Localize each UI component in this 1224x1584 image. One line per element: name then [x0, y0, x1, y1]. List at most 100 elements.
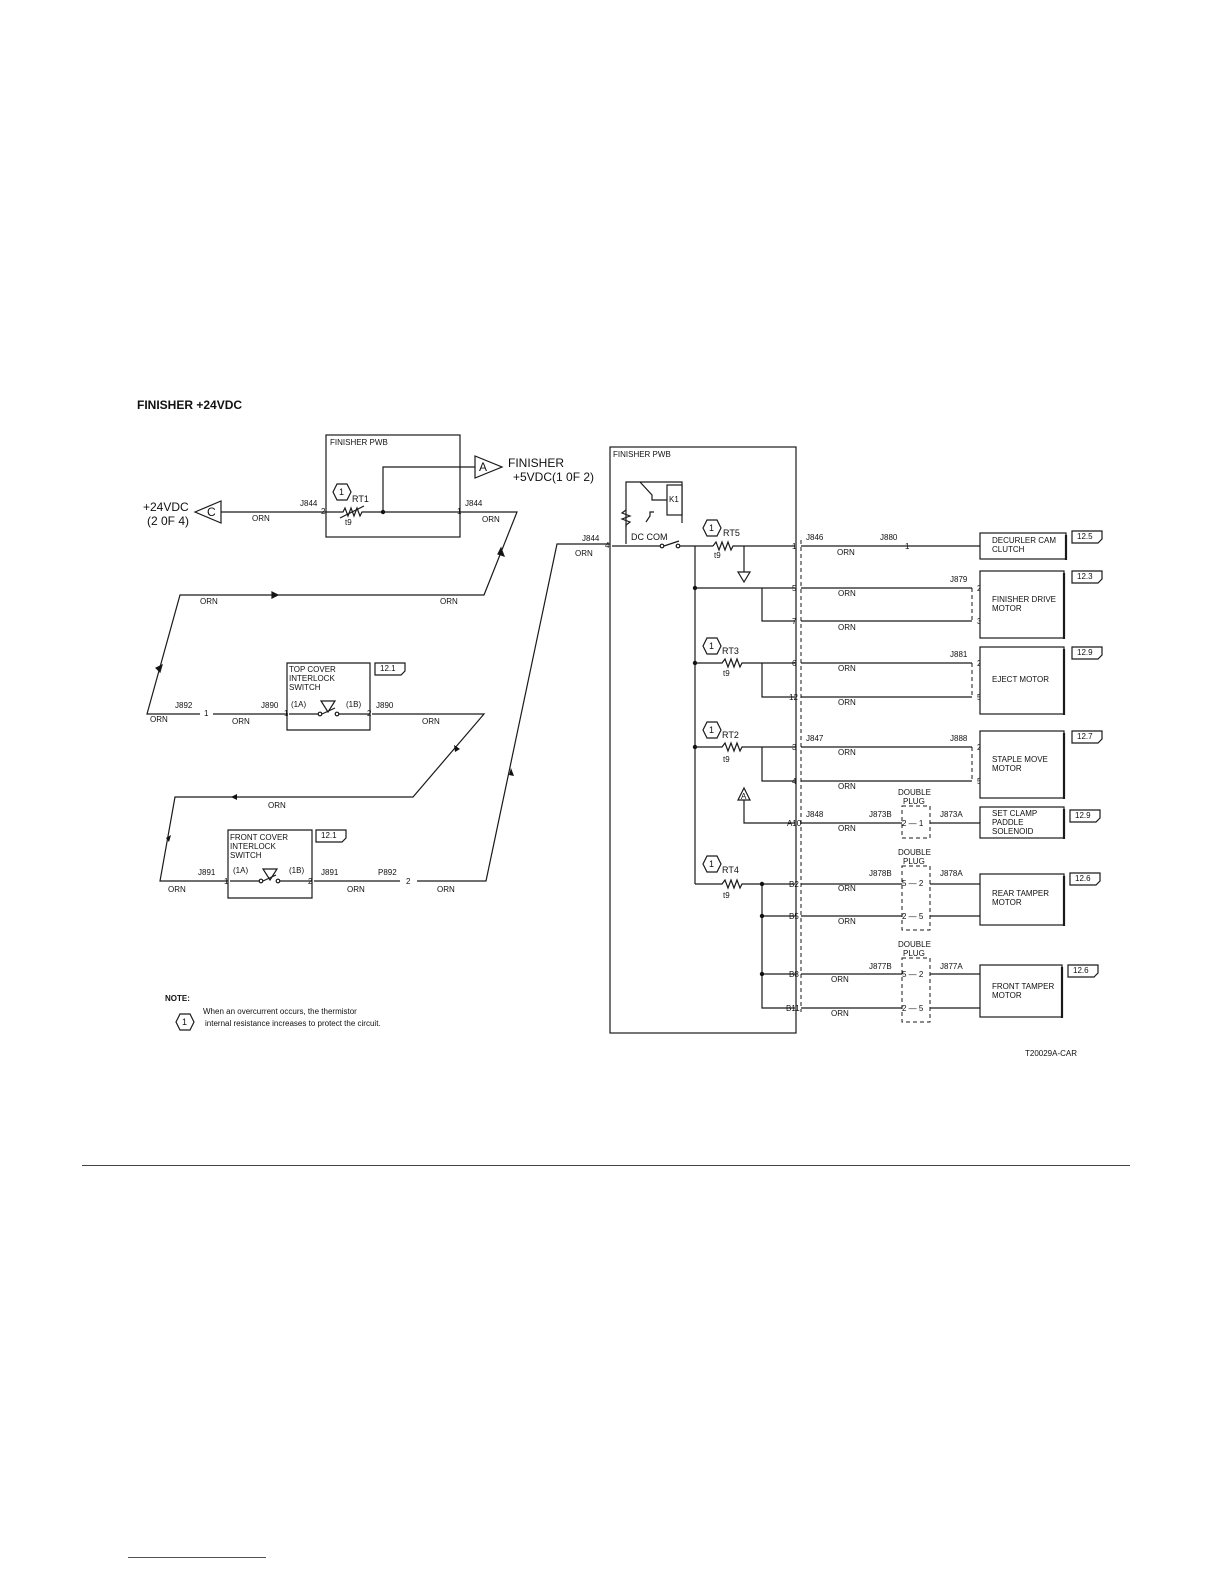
svg-text:J878B: J878B [869, 869, 892, 878]
svg-text:5 — 2: 5 — 2 [902, 879, 924, 888]
svg-text:1: 1 [792, 542, 797, 551]
svg-text:1: 1 [709, 859, 714, 869]
flag-a-icon [474, 455, 504, 479]
diagram-title: FINISHER +24VDC [137, 398, 242, 412]
svg-text:ORN: ORN [482, 515, 500, 524]
svg-text:2 — 5: 2 — 5 [902, 1004, 924, 1013]
svg-text:(1A): (1A) [233, 866, 248, 875]
svg-text:MOTOR: MOTOR [992, 898, 1022, 907]
svg-text:ORN: ORN [838, 589, 856, 598]
svg-text:12.9: 12.9 [1075, 811, 1091, 820]
svg-text:DOUBLE: DOUBLE [898, 940, 931, 949]
rt1-t9: t9 [345, 518, 352, 527]
svg-text:J846: J846 [806, 533, 824, 542]
finisher-5vdc-flag: A FINISHER +5VDC(1 0F 2) [474, 455, 594, 484]
front-cover-interlock-switch: FRONT COVER INTERLOCK SWITCH 12.1 (1A) (… [198, 829, 347, 899]
svg-text:J873B: J873B [869, 810, 892, 819]
top-cover-interlock-switch: TOP COVER INTERLOCK SWITCH 12.1 (1A) (1B… [261, 662, 406, 731]
svg-text:ORN: ORN [838, 623, 856, 632]
double-plug-2: DOUBLE PLUG 5 — 2 2 — 5 [898, 848, 931, 931]
double-plug-3: DOUBLE PLUG 5 — 2 2 — 5 [898, 940, 931, 1023]
svg-text:ORN: ORN [232, 717, 250, 726]
svg-text:ORN: ORN [838, 748, 856, 757]
svg-text:12: 12 [789, 693, 798, 702]
finisher-pwb-right: FINISHER PWB K1 DC COM [609, 446, 802, 1034]
svg-text:1: 1 [182, 1017, 187, 1027]
svg-text:B5: B5 [789, 912, 799, 921]
svg-text:t9: t9 [714, 551, 721, 560]
svg-text:1: 1 [709, 641, 714, 651]
rt1-label: RT1 [352, 494, 369, 504]
source-24vdc-flag: C +24VDC (2 0F 4) ORN [143, 500, 327, 528]
drawing-id: T20029A-CAR [1025, 1049, 1077, 1058]
svg-text:MOTOR: MOTOR [992, 604, 1022, 613]
eject-motor: EJECT MOTOR 12.9 [979, 646, 1103, 715]
staple-move-motor: STAPLE MOVE MOTOR 12.7 [979, 730, 1103, 799]
svg-text:J881: J881 [950, 650, 968, 659]
svg-text:12.5: 12.5 [1077, 532, 1093, 541]
svg-text:J873A: J873A [940, 810, 963, 819]
svg-text:MOTOR: MOTOR [992, 991, 1022, 1000]
svg-text:TOP COVER: TOP COVER [289, 665, 336, 674]
svg-text:CLUTCH: CLUTCH [992, 545, 1025, 554]
double-plug-1: DOUBLE PLUG 2 — 1 [898, 788, 931, 839]
svg-text:2: 2 [367, 709, 372, 718]
svg-text:A10: A10 [787, 819, 802, 828]
svg-text:7: 7 [792, 617, 797, 626]
front-tamper-motor: FRONT TAMPER MOTOR 12.6 [979, 964, 1099, 1018]
svg-text:ORN: ORN [838, 664, 856, 673]
svg-text:EJECT MOTOR: EJECT MOTOR [992, 675, 1049, 684]
svg-text:B2: B2 [789, 880, 799, 889]
svg-text:STAPLE MOVE: STAPLE MOVE [992, 755, 1048, 764]
svg-text:DOUBLE: DOUBLE [898, 848, 931, 857]
svg-text:DOUBLE: DOUBLE [898, 788, 931, 797]
svg-text:t9: t9 [723, 891, 730, 900]
svg-text:12.1: 12.1 [321, 831, 337, 840]
svg-text:ORN: ORN [575, 549, 593, 558]
svg-text:When an overcurrent occurs, t: When an overcurrent occurs, the thermist… [203, 1007, 357, 1016]
svg-text:RT3: RT3 [722, 646, 739, 656]
rear-tamper-motor: REAR TAMPER MOTOR 12.6 [979, 872, 1101, 926]
svg-text:A: A [741, 792, 747, 801]
svg-text:ORN: ORN [422, 717, 440, 726]
svg-text:ORN: ORN [168, 885, 186, 894]
note-block: NOTE: 1 When an overcurrent occurs, the … [165, 994, 381, 1031]
pwb-left-j844-b: J844 [465, 499, 483, 508]
svg-text:INTERLOCK: INTERLOCK [289, 674, 335, 683]
svg-text:ORN: ORN [837, 548, 855, 557]
svg-text:PLUG: PLUG [903, 797, 925, 806]
svg-text:1: 1 [709, 523, 714, 533]
svg-text:(1B): (1B) [289, 866, 304, 875]
svg-text:2: 2 [406, 877, 411, 886]
svg-text:2 — 5: 2 — 5 [902, 912, 924, 921]
page-divider [82, 1165, 1130, 1166]
svg-text:ORN: ORN [838, 884, 856, 893]
svg-text:12.6: 12.6 [1075, 874, 1091, 883]
footer-link-underline[interactable] [128, 1557, 266, 1558]
svg-text:B11: B11 [786, 1004, 800, 1013]
svg-text:FINISHER DRIVE: FINISHER DRIVE [992, 595, 1056, 604]
svg-text:J877B: J877B [869, 962, 892, 971]
rt3-thermistor: 1 RT3 t9 [695, 637, 795, 678]
svg-text:internal resistance increases: internal resistance increases to protect… [205, 1019, 381, 1028]
svg-text:6: 6 [792, 659, 797, 668]
svg-text:J877A: J877A [940, 962, 963, 971]
pwb-pins: 1 5 7 6 12 3 4 A10 B2 B5 B8 B11 [786, 542, 802, 1013]
svg-text:(1A): (1A) [291, 700, 306, 709]
svg-text:1: 1 [905, 542, 910, 551]
svg-text:J847: J847 [806, 734, 824, 743]
svg-text:2: 2 [308, 877, 313, 886]
pwb-left-j844-a: J844 [300, 499, 318, 508]
note-hex-icon [175, 1013, 195, 1031]
source-line1: +24VDC [143, 500, 189, 514]
svg-text:MOTOR: MOTOR [992, 764, 1022, 773]
svg-text:A: A [479, 460, 487, 474]
svg-text:REAR TAMPER: REAR TAMPER [992, 889, 1049, 898]
svg-text:2 — 1: 2 — 1 [902, 819, 924, 828]
svg-text:SOLENOID: SOLENOID [992, 827, 1034, 836]
svg-text:RT2: RT2 [722, 730, 739, 740]
svg-text:C: C [207, 505, 216, 519]
svg-text:ORN: ORN [838, 698, 856, 707]
svg-text:NOTE:: NOTE: [165, 994, 190, 1003]
svg-text:P892: P892 [378, 868, 397, 877]
